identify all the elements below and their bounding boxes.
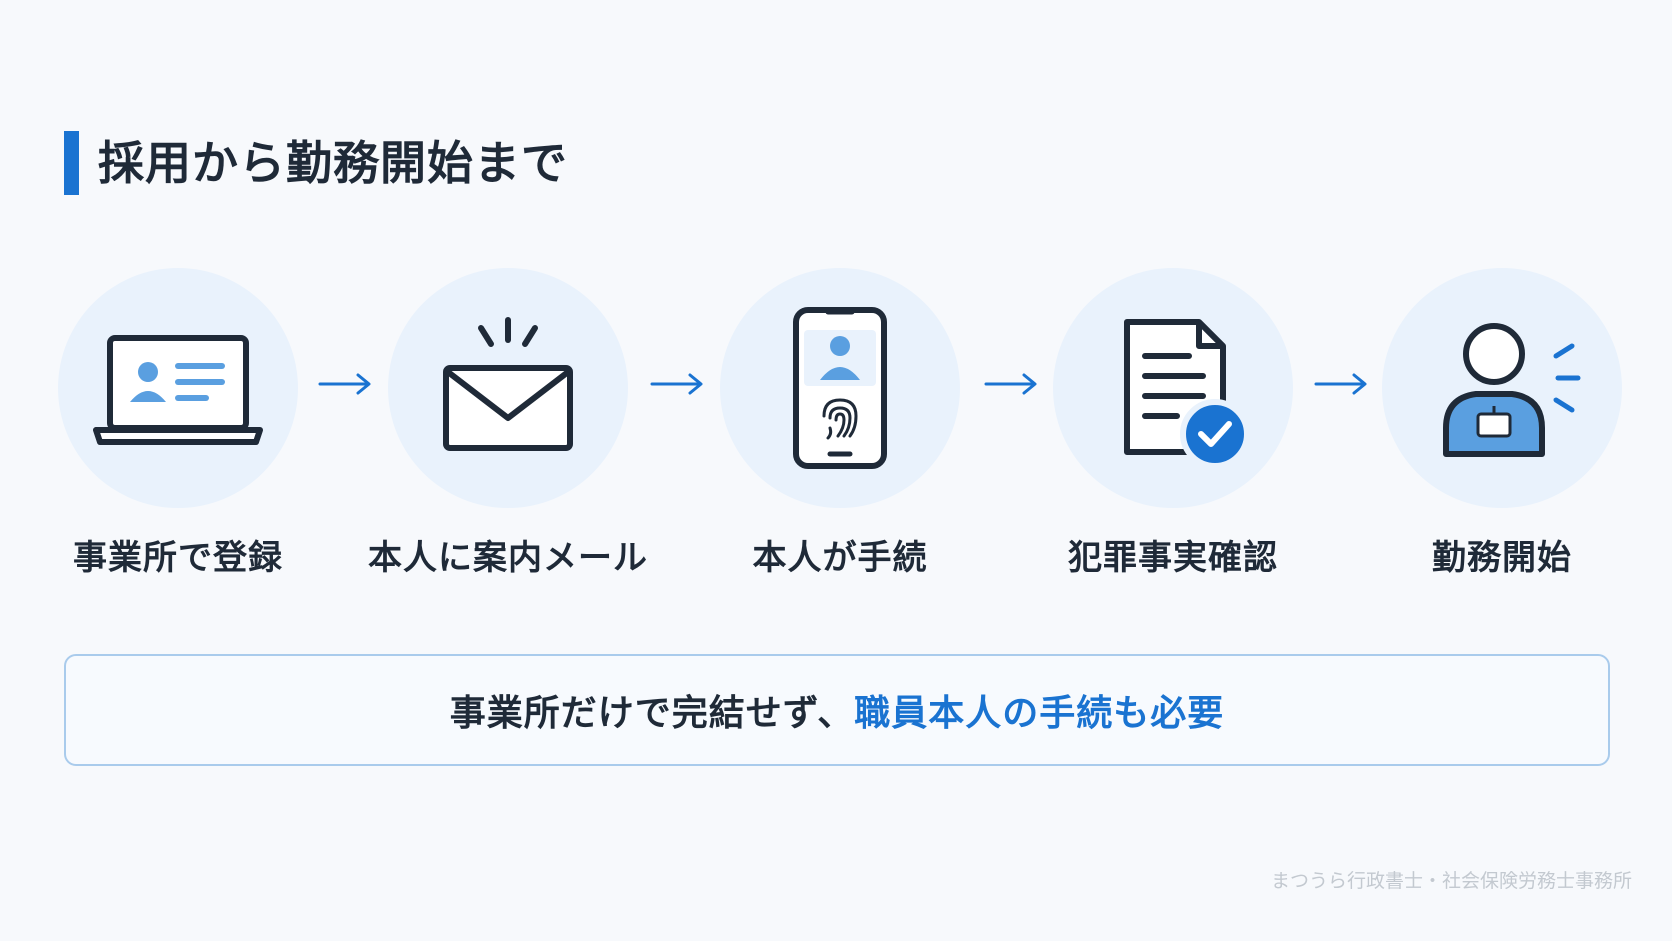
key-message-plain: 事業所だけで完結せず、 [449,693,855,734]
step-icon-circle [1382,268,1622,508]
key-message-highlight: 職員本人の手続も必要 [854,693,1225,734]
arrow-right-icon [650,373,703,395]
key-message-box: 事業所だけで完結せず、職員本人の手続も必要 [64,654,1610,766]
step-label: 犯罪事実確認 [1068,538,1278,578]
step-mail: 本人に案内メール [358,268,658,579]
mail-notification-icon [443,317,573,451]
key-message: 事業所だけで完結せず、職員本人の手続も必要 [450,684,1225,736]
step-record-check: 犯罪事実確認 [1023,268,1323,579]
step-label: 本人が手続 [752,538,928,578]
step-label: 本人に案内メール [368,538,648,578]
step-icon-circle [720,268,960,508]
arrow-right-icon [984,373,1037,395]
step-icon-circle [1053,268,1293,508]
staff-badge-icon [1443,323,1581,457]
step-icon-circle [58,268,298,508]
document-check-icon [1124,319,1250,469]
arrow-right-icon [318,373,371,395]
step-procedure: 本人が手続 [690,268,990,579]
laptop-profile-icon [93,335,263,445]
title-accent-bar [64,131,79,195]
page-title: 採用から勤務開始まで [98,136,568,190]
footer-credit: まつうら行政書士・社会保険労務士事務所 [1270,870,1632,892]
arrow-right-icon [1314,373,1367,395]
smartphone-fingerprint-icon [793,307,887,469]
step-icon-circle [388,268,628,508]
step-start-work: 勤務開始 [1352,268,1652,579]
step-label: 勤務開始 [1432,538,1572,578]
step-label: 事業所で登録 [73,538,283,578]
step-register: 事業所で登録 [28,268,328,579]
